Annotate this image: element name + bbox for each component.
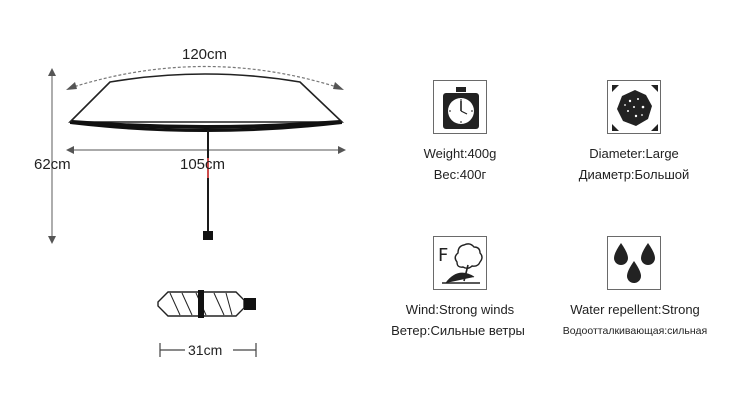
height-label: 62cm	[34, 156, 71, 173]
water-box	[607, 236, 661, 290]
diameter-label-en: Diameter:Large	[589, 146, 679, 161]
svg-text:F: F	[438, 245, 448, 266]
wind-box: F	[433, 236, 487, 290]
wind-label-en: Wind:Strong winds	[405, 302, 515, 317]
diameter-box	[607, 80, 661, 134]
diameter-label-ru: Диаметр:Большой	[578, 167, 690, 182]
weight-box	[433, 80, 487, 134]
water-label-ru: Водоотталкивающая:сильная	[562, 325, 708, 337]
water-label-en: Water repellent:Strong	[570, 302, 700, 317]
umbrella-diagram	[48, 65, 346, 357]
open-width-label: 120cm	[182, 46, 228, 63]
folded-umbrella	[157, 290, 256, 318]
wind-label-ru: Ветер:Сильные ветры	[391, 323, 525, 338]
weight-label-ru: Вес:400г	[433, 167, 487, 182]
folded-length-label: 31cm	[188, 342, 223, 358]
water-drops-icon	[614, 243, 655, 283]
expand-umbrella-icon	[612, 85, 658, 131]
scale-icon	[443, 87, 479, 129]
wind-tree-icon: F	[438, 243, 483, 284]
weight-label-en: Weight:400g	[423, 146, 497, 161]
canopy-span-label: 105cm	[180, 156, 226, 173]
